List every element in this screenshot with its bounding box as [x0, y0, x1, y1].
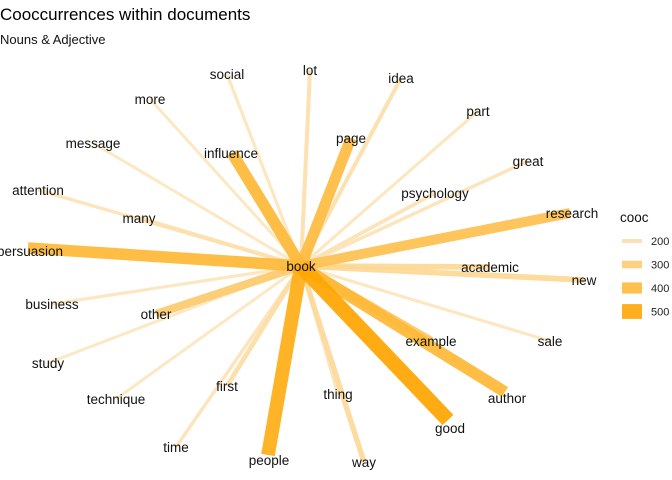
- edge-book-social: [225, 73, 303, 267]
- node-label-great: great: [513, 154, 544, 169]
- node-label-people: people: [249, 453, 290, 468]
- chart-title: Cooccurrences within documents: [0, 5, 251, 24]
- node-label-good: good: [435, 421, 465, 436]
- node-label-example: example: [405, 334, 456, 349]
- edge-book-influence: [227, 149, 306, 270]
- legend-label-200: 200: [651, 236, 669, 248]
- edge-book-great: [300, 159, 529, 268]
- edge-book-new: [300, 263, 585, 283]
- node-label-new: new: [572, 273, 597, 288]
- node-label-sale: sale: [538, 334, 563, 349]
- legend-title: cooc: [620, 210, 649, 225]
- edge-book-business: [51, 264, 302, 306]
- edge-book-way: [298, 265, 367, 463]
- legend-swatch-200: [622, 239, 642, 243]
- node-label-research: research: [546, 206, 599, 221]
- legend-label-500: 500: [651, 307, 669, 319]
- node-label-attention: attention: [12, 183, 64, 198]
- edge-book-message: [92, 141, 302, 268]
- edge-book-first: [224, 264, 304, 388]
- node-label-thing: thing: [323, 387, 352, 402]
- node-label-more: more: [135, 92, 166, 107]
- edge-book-part: [299, 109, 480, 268]
- edge-layer: [27, 69, 585, 463]
- node-label-technique: technique: [87, 392, 146, 407]
- edge-book-psychology: [300, 191, 436, 268]
- edge-book-many: [138, 216, 302, 268]
- node-label-other: other: [141, 307, 172, 322]
- legend-swatch-500: [622, 304, 642, 319]
- edge-book-sale: [300, 264, 551, 343]
- legend-swatch-300: [622, 260, 642, 269]
- node-label-first: first: [216, 379, 238, 394]
- edge-book-good: [295, 260, 454, 426]
- node-label-part: part: [466, 104, 490, 119]
- edge-book-persuasion: [27, 242, 302, 272]
- node-label-time: time: [163, 440, 189, 455]
- node-label-persuasion: persuasion: [0, 244, 63, 259]
- node-label-author: author: [488, 391, 527, 406]
- edge-book-lot: [298, 69, 313, 267]
- node-label-social: social: [210, 67, 245, 82]
- node-label-academic: academic: [461, 260, 519, 275]
- legend-label-400: 400: [651, 283, 669, 295]
- chart-subtitle: Nouns & Adjective: [0, 32, 106, 47]
- node-label-message: message: [66, 136, 121, 151]
- node-label-many: many: [122, 211, 155, 226]
- legend-swatch-400: [622, 282, 642, 294]
- node-label-influence: influence: [204, 146, 258, 161]
- edge-book-research: [300, 208, 571, 271]
- edge-book-technique: [115, 264, 302, 401]
- node-label-lot: lot: [303, 63, 318, 78]
- node-label-business: business: [25, 297, 79, 312]
- legend-label-300: 300: [651, 260, 669, 272]
- node-label-book: book: [286, 259, 316, 274]
- edge-book-author: [297, 261, 509, 397]
- edge-book-page: [295, 136, 357, 268]
- node-label-page: page: [336, 131, 366, 146]
- node-label-way: way: [351, 455, 376, 470]
- edge-book-more: [148, 97, 303, 268]
- label-layer: book social lot idea part more page message infl…: [0, 63, 598, 470]
- edge-book-people: [261, 264, 308, 457]
- node-label-idea: idea: [388, 71, 414, 86]
- node-label-study: study: [32, 356, 65, 371]
- node-label-psychology: psychology: [401, 186, 469, 201]
- edge-book-other: [154, 262, 303, 318]
